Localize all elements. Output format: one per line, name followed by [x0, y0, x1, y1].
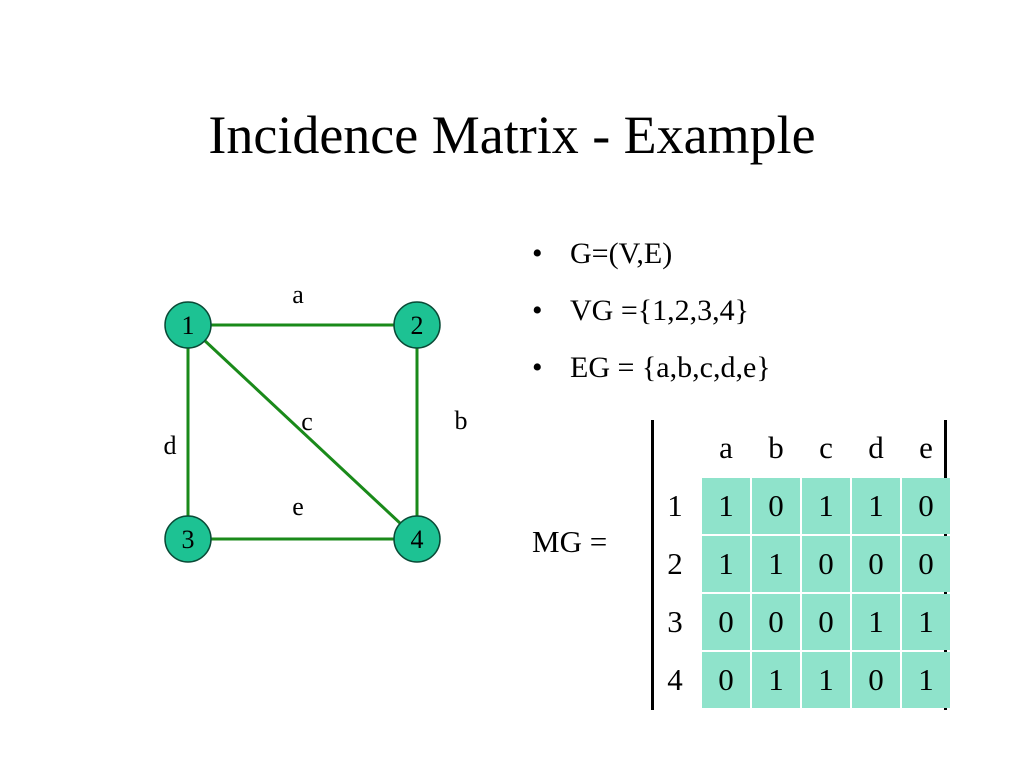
matrix-cell: 0: [902, 536, 950, 592]
matrix-cell: 0: [802, 536, 850, 592]
matrix-row-header-3: 3: [667, 604, 683, 639]
matrix-cell: 1: [802, 478, 850, 534]
matrix-cell: 1: [702, 478, 750, 534]
matrix-cell: 0: [752, 594, 800, 650]
node-3: [164, 515, 212, 563]
matrix-row-header-2: 2: [667, 546, 683, 581]
matrix-cell: 0: [702, 652, 750, 708]
bullet-text: VG ={1,2,3,4}: [570, 294, 750, 327]
matrix-row-header-1: 1: [667, 488, 683, 523]
bullet-item: • G=(V,E): [532, 232, 771, 289]
node-2: [393, 301, 441, 349]
matrix-cell: 1: [702, 536, 750, 592]
matrix-cell: 1: [752, 652, 800, 708]
matrix-cell: 0: [902, 478, 950, 534]
matrix-col-header-d: d: [868, 430, 884, 465]
bullet-item: • VG ={1,2,3,4}: [532, 289, 771, 346]
matrix-col-header-c: c: [819, 430, 833, 465]
matrix-col-header-b: b: [768, 430, 784, 465]
matrix-cell: 1: [852, 594, 900, 650]
matrix-col-header-e: e: [919, 430, 933, 465]
node-1: [164, 301, 212, 349]
edge-label-d: d: [164, 431, 177, 460]
node-label-4: 4: [411, 525, 424, 554]
matrix-cell: 1: [802, 652, 850, 708]
matrix-label: MG =: [532, 524, 608, 559]
matrix-cell: 1: [752, 536, 800, 592]
matrix-cell: 0: [852, 536, 900, 592]
matrix-row-header-4: 4: [667, 662, 683, 697]
edge-label-c: c: [301, 407, 313, 436]
slide-title: Incidence Matrix - Example: [208, 105, 816, 165]
node-4: [393, 515, 441, 563]
node-label-1: 1: [182, 311, 195, 340]
matrix-col-header-a: a: [719, 430, 733, 465]
bullet-list: • G=(V,E) • VG ={1,2,3,4} • EG = {a,b,c,d,e…: [532, 232, 771, 403]
matrix-cell: 1: [902, 652, 950, 708]
matrix-cell: 0: [802, 594, 850, 650]
bullet-marker: •: [532, 351, 543, 384]
edge-label-a: a: [292, 280, 304, 309]
bullet-marker: •: [532, 294, 543, 327]
bullet-item: • EG = {a,b,c,d,e}: [532, 346, 771, 403]
edge-c: [186, 323, 419, 541]
edge-label-e: e: [292, 492, 304, 521]
matrix-cell: 0: [702, 594, 750, 650]
bullet-text: EG = {a,b,c,d,e}: [570, 351, 771, 384]
matrix-cell: 1: [902, 594, 950, 650]
bullet-marker: •: [532, 237, 543, 270]
matrix-cell: 1: [852, 478, 900, 534]
matrix-cell: 0: [752, 478, 800, 534]
bullet-text: G=(V,E): [570, 237, 673, 270]
edge-label-b: b: [455, 406, 468, 435]
node-label-3: 3: [182, 525, 195, 554]
node-label-2: 2: [411, 311, 424, 340]
matrix-cell: 0: [852, 652, 900, 708]
